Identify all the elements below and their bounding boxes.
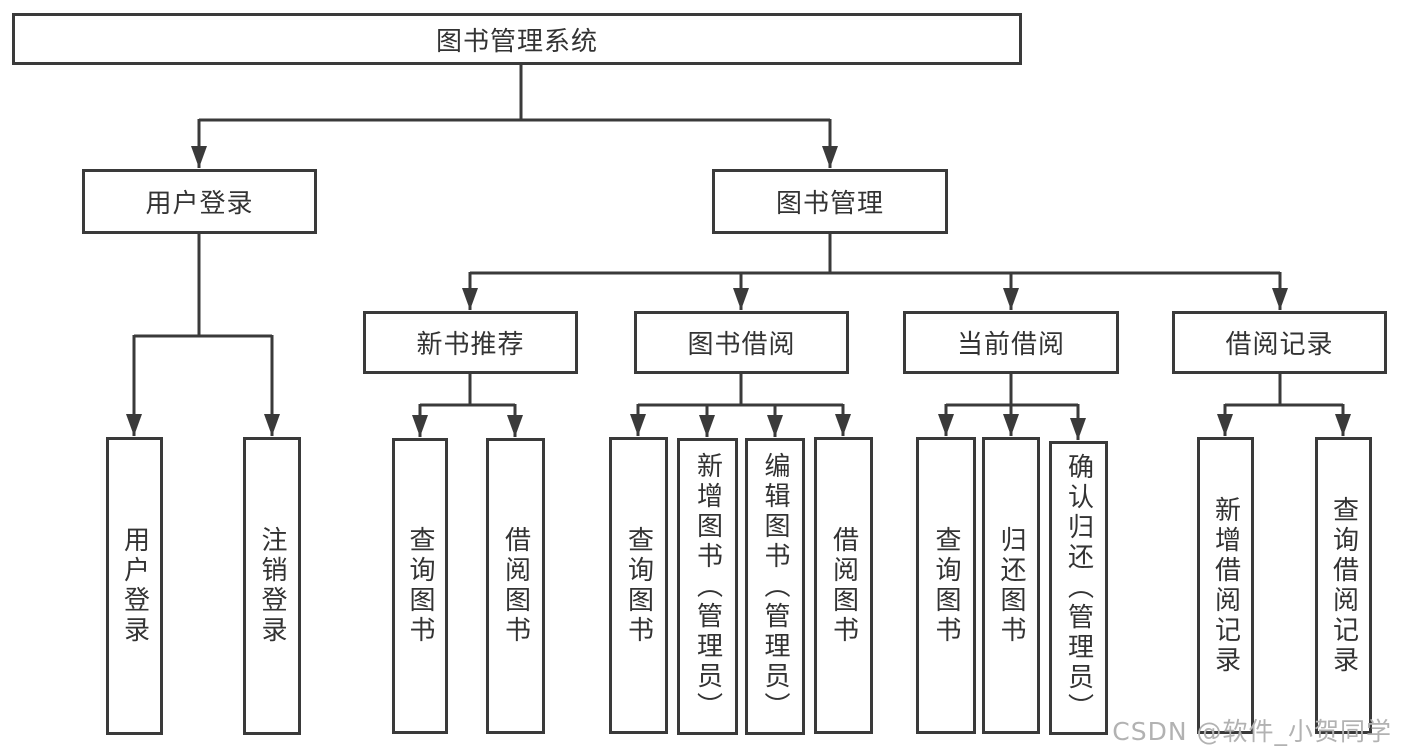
leaf-add-borrow-record: 新增借阅记录 xyxy=(1197,437,1254,734)
leaf-query-books: 查询图书 xyxy=(916,437,976,734)
leaf-label: 归还图书 xyxy=(996,525,1026,646)
leaf-label: 注销登录 xyxy=(257,526,287,646)
node-label: 借阅记录 xyxy=(1225,330,1334,360)
leaf-add-book-admin: 新增图书（管理员） xyxy=(677,438,738,735)
leaf-edit-book-admin: 编辑图书（管理员） xyxy=(745,438,805,735)
node-borrowing-records: 借阅记录 xyxy=(1172,311,1387,374)
csdn-watermark: CSDN @软件_小贺同学 xyxy=(1112,717,1392,746)
leaf-label: 查询图书 xyxy=(405,526,435,646)
node-label: 图书借阅 xyxy=(687,330,796,360)
leaf-label: 借阅图书 xyxy=(828,525,859,646)
node-new-book-recommendation: 新书推荐 xyxy=(363,311,578,374)
leaf-label: 编辑图书（管理员） xyxy=(760,451,790,722)
leaf-label: 查询图书 xyxy=(623,525,654,646)
node-user-login-branch: 用户登录 xyxy=(82,169,317,234)
node-label: 当前借阅 xyxy=(956,330,1065,360)
node-label: 图书管理系统 xyxy=(435,26,598,57)
leaf-label: 查询图书 xyxy=(931,525,961,646)
leaf-logout: 注销登录 xyxy=(243,437,301,735)
leaf-query-borrow-record: 查询借阅记录 xyxy=(1315,437,1372,734)
node-label: 用户登录 xyxy=(145,189,254,219)
leaf-label: 借阅图书 xyxy=(500,526,531,646)
leaf-label: 用户登录 xyxy=(119,526,150,646)
leaf-label: 新增借阅记录 xyxy=(1210,495,1241,676)
leaf-borrow-books: 借阅图书 xyxy=(814,437,873,734)
node-book-borrowing: 图书借阅 xyxy=(634,311,849,374)
leaf-query-books: 查询图书 xyxy=(392,438,448,734)
node-library-management-system: 图书管理系统 xyxy=(12,13,1022,65)
leaf-confirm-return-admin: 确认归还（管理员） xyxy=(1049,441,1108,735)
node-label: 新书推荐 xyxy=(416,330,525,360)
leaf-label: 查询借阅记录 xyxy=(1328,495,1359,676)
leaf-label: 确认归还（管理员） xyxy=(1063,453,1094,723)
leaf-return-book: 归还图书 xyxy=(982,437,1040,734)
leaf-user-login: 用户登录 xyxy=(106,437,163,735)
leaf-label: 新增图书（管理员） xyxy=(692,451,723,722)
node-book-management-branch: 图书管理 xyxy=(712,169,948,234)
node-current-borrowing: 当前借阅 xyxy=(903,311,1119,374)
node-label: 图书管理 xyxy=(775,189,884,219)
leaf-query-books: 查询图书 xyxy=(609,437,668,734)
leaf-borrow-books: 借阅图书 xyxy=(486,438,545,734)
